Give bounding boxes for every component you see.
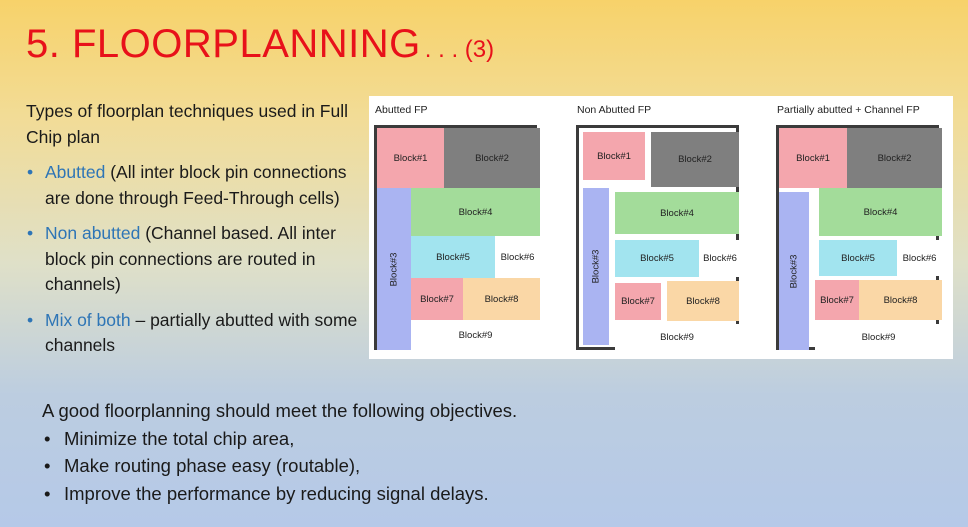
bullet-dot-icon: • (44, 427, 51, 449)
bullet-abutted: • Abutted (All inter block pin connectio… (26, 160, 366, 211)
objectives-intro: A good floorplanning should meet the fol… (42, 400, 518, 421)
panel-label-non-abutted: Non Abutted FP (577, 104, 652, 116)
block-6: Block#6 (495, 236, 540, 278)
objective-item: • Improve the performance by reducing sig… (42, 480, 517, 508)
block-3: Block#3 (779, 192, 809, 350)
bullet-text: (All inter block pin connections are don… (45, 162, 347, 208)
bullet-term: Mix of both (45, 309, 131, 330)
block-1: Block#1 (779, 128, 847, 188)
block-7: Block#7 (815, 280, 859, 320)
objectives-list: • Minimize the total chip area, • Make rou… (42, 425, 517, 508)
title-main: 5. FLOORPLANNING (26, 22, 421, 66)
bullet-term: Non abutted (45, 223, 141, 243)
block-6: Block#6 (701, 240, 739, 277)
bullet-text: – partially abutted with some channels (45, 309, 358, 356)
block-9: Block#9 (815, 324, 942, 350)
block-2: Block#2 (444, 128, 540, 188)
objective-item: • Minimize the total chip area, (42, 425, 517, 453)
block-3-label: Block#3 (388, 252, 400, 286)
block-4: Block#4 (615, 192, 739, 234)
block-3-label: Block#3 (788, 254, 800, 288)
block-3: Block#3 (377, 188, 411, 350)
bullet-dot-icon: • (27, 162, 34, 182)
bullet-non-abutted: • Non abutted (Channel based. All inter … (26, 221, 366, 298)
block-3: Block#3 (583, 188, 609, 345)
objective-text: Minimize the total chip area, (64, 427, 295, 449)
block-8: Block#8 (463, 278, 540, 320)
panel-label-partial: Partially abutted + Channel FP (777, 104, 920, 116)
objective-item: • Make routing phase easy (routable), (42, 452, 517, 480)
objectives: A good floorplanning should meet the fol… (42, 397, 517, 507)
block-9: Block#9 (615, 324, 739, 350)
floorplan-figure: Abutted FP Block#1 Block#2 Block#3 Block… (369, 96, 953, 359)
objective-text: Make routing phase easy (routable), (64, 455, 361, 476)
title-suffix: . . . (3) (424, 36, 495, 63)
bullet-dot-icon: • (44, 482, 51, 504)
block-6: Block#6 (897, 240, 942, 276)
block-5: Block#5 (615, 240, 699, 277)
block-7: Block#7 (615, 283, 661, 320)
bullet-dot-icon: • (27, 309, 34, 330)
floorplan-abutted: Block#1 Block#2 Block#3 Block#4 Block#5 … (374, 125, 540, 350)
bullet-mix: • Mix of both – partially abutted with s… (26, 308, 366, 359)
block-7: Block#7 (411, 278, 463, 320)
block-4: Block#4 (411, 188, 540, 236)
panel-label-abutted: Abutted FP (375, 104, 428, 116)
block-4: Block#4 (819, 188, 942, 236)
block-8: Block#8 (859, 280, 942, 320)
slide-title: 5. FLOORPLANNING. . . (3) (26, 22, 494, 67)
block-1: Block#1 (377, 128, 444, 188)
block-2: Block#2 (651, 132, 739, 187)
floorplan-partial: Block#1 Block#2 Block#3 Block#4 Block#5 … (776, 125, 942, 350)
block-3-label: Block#3 (590, 249, 602, 284)
block-1: Block#1 (583, 132, 645, 180)
block-8: Block#8 (667, 281, 739, 321)
floorplan-non-abutted: Block#1 Block#2 Block#3 Block#4 Block#5 … (576, 125, 739, 350)
technique-list: Types of floorplan techniques used in Fu… (26, 99, 366, 369)
block-9: Block#9 (411, 320, 540, 350)
objective-text: Improve the performance by reducing sign… (64, 482, 489, 504)
block-5: Block#5 (819, 240, 897, 276)
technique-bullets: • Abutted (All inter block pin connectio… (26, 160, 366, 359)
bullet-dot-icon: • (27, 223, 34, 243)
technique-intro: Types of floorplan techniques used in Fu… (26, 101, 348, 147)
block-2: Block#2 (847, 128, 942, 188)
bullet-text: (Channel based. All inter block pin conn… (45, 223, 336, 294)
bullet-dot-icon: • (44, 455, 51, 476)
bullet-term: Abutted (45, 162, 106, 182)
block-5: Block#5 (411, 236, 495, 278)
